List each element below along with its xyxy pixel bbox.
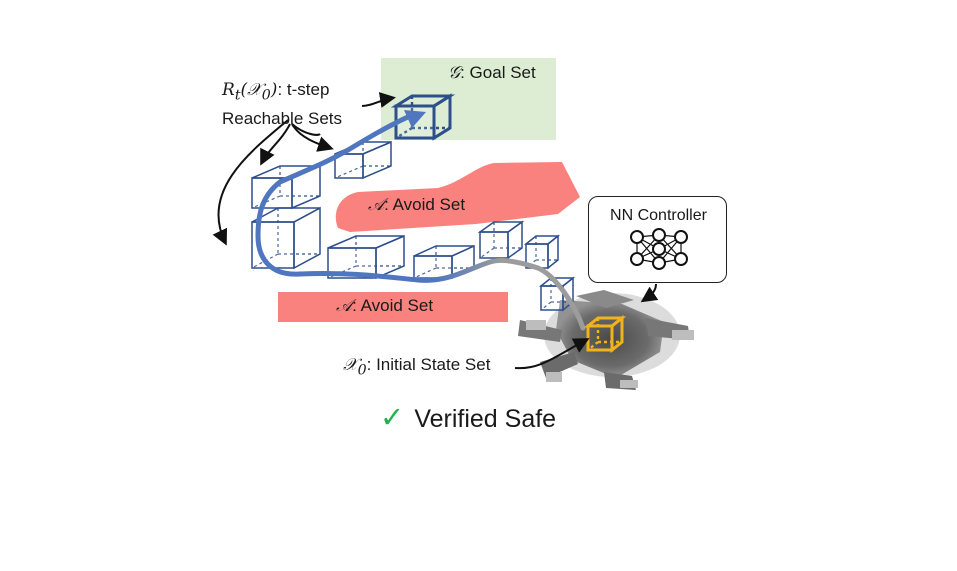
controller-arrow — [640, 283, 659, 303]
trajectory-arrowhead — [404, 110, 426, 128]
reachable-line-1: Rt(𝒳0): t-step — [222, 78, 342, 107]
init-arrow — [514, 338, 590, 370]
check-icon: ✓ — [380, 402, 405, 434]
goal-set-region — [381, 58, 556, 140]
initial-subscript: 0 — [357, 362, 367, 379]
reachable-box-6 — [477, 220, 525, 260]
reachable-box-1 — [334, 140, 392, 180]
avoid-text-lower: : Avoid Set — [352, 296, 434, 315]
reachable-line-2: Reachable Sets — [222, 109, 343, 129]
reach-arrow-goal — [361, 92, 396, 108]
reach-arrow-2 — [260, 123, 291, 166]
nn-controller-title: NN Controller — [610, 207, 707, 224]
avoid-set-label-lower: 𝒜: Avoid Set — [336, 296, 433, 316]
verified-safe-label: ✓ Verified Safe — [380, 400, 556, 435]
trajectory-path — [255, 113, 586, 331]
goal-text: : Goal Set — [460, 63, 536, 82]
initial-symbol: 𝒳 — [343, 355, 358, 375]
reachable-symbol: R — [222, 80, 235, 100]
goal-set-label: 𝒢: Goal Set — [448, 63, 536, 83]
initial-state-cube — [583, 314, 627, 354]
reachable-line1-rest: : t-step — [277, 80, 330, 99]
verified-text: Verified Safe — [414, 405, 557, 433]
reachable-subscript: t — [234, 87, 241, 104]
reach-arrow-4 — [291, 123, 321, 136]
initial-text: : Initial State Set — [366, 355, 491, 374]
avoid-symbol-upper: 𝒜 — [368, 195, 385, 215]
goal-symbol: 𝒢 — [448, 63, 461, 83]
reachable-arg: (𝒳 — [240, 80, 262, 100]
reachable-box-8 — [538, 276, 576, 312]
reachable-box-5 — [413, 244, 475, 280]
reachable-arg-close: ) — [270, 80, 278, 100]
reachable-sets-label: Rt(𝒳0): t-step Reachable Sets — [222, 78, 342, 130]
avoid-text-upper: : Avoid Set — [384, 195, 466, 214]
reach-arrow-3 — [291, 123, 334, 152]
drone-image — [518, 290, 694, 390]
avoid-set-label-upper: 𝒜: Avoid Set — [368, 195, 465, 215]
reach-arrow-1 — [212, 119, 289, 246]
initial-state-cube-frame — [583, 314, 627, 354]
avoid-set-region-upper — [335, 162, 580, 232]
reachable-arg-subscript: 0 — [261, 87, 271, 104]
neural-network-icon — [630, 228, 688, 270]
initial-state-label: 𝒳0: Initial State Set — [343, 355, 490, 378]
avoid-set-region-lower — [278, 292, 508, 322]
nn-controller-box: NN Controller — [588, 196, 727, 283]
avoid-symbol-lower: 𝒜 — [336, 296, 353, 316]
